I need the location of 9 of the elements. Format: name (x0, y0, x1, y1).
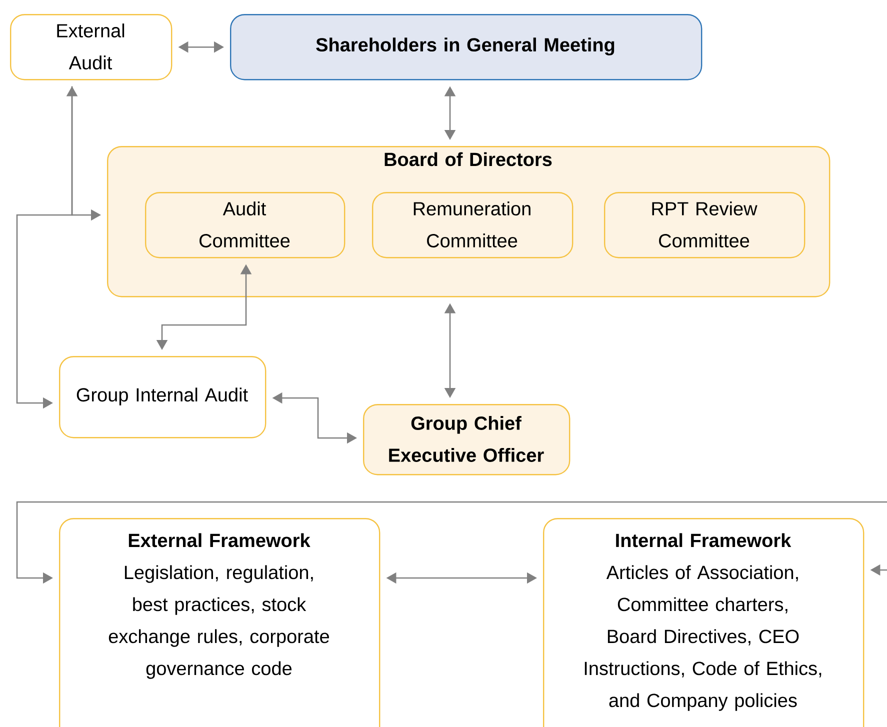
process-box: Group Chief Executive Officer (363, 404, 570, 476)
process-box: External Audit (10, 14, 172, 80)
process-box: Remuneration Committee (372, 192, 574, 258)
process-box: External Framework Legislation, regulation, best practices, stock exchange rules, corporate governance code (59, 518, 380, 727)
process-box: Internal Framework Articles of Association, Committee charters, Board Directives, CEO Instructions, Code of Ethics, and Company policies (543, 518, 864, 727)
process-box: Shareholders in General Meeting (230, 14, 702, 80)
process-box: Audit Committee (145, 192, 346, 258)
process-box: RPT Review Committee (604, 192, 806, 258)
process-box: Group Internal Audit (59, 356, 266, 438)
